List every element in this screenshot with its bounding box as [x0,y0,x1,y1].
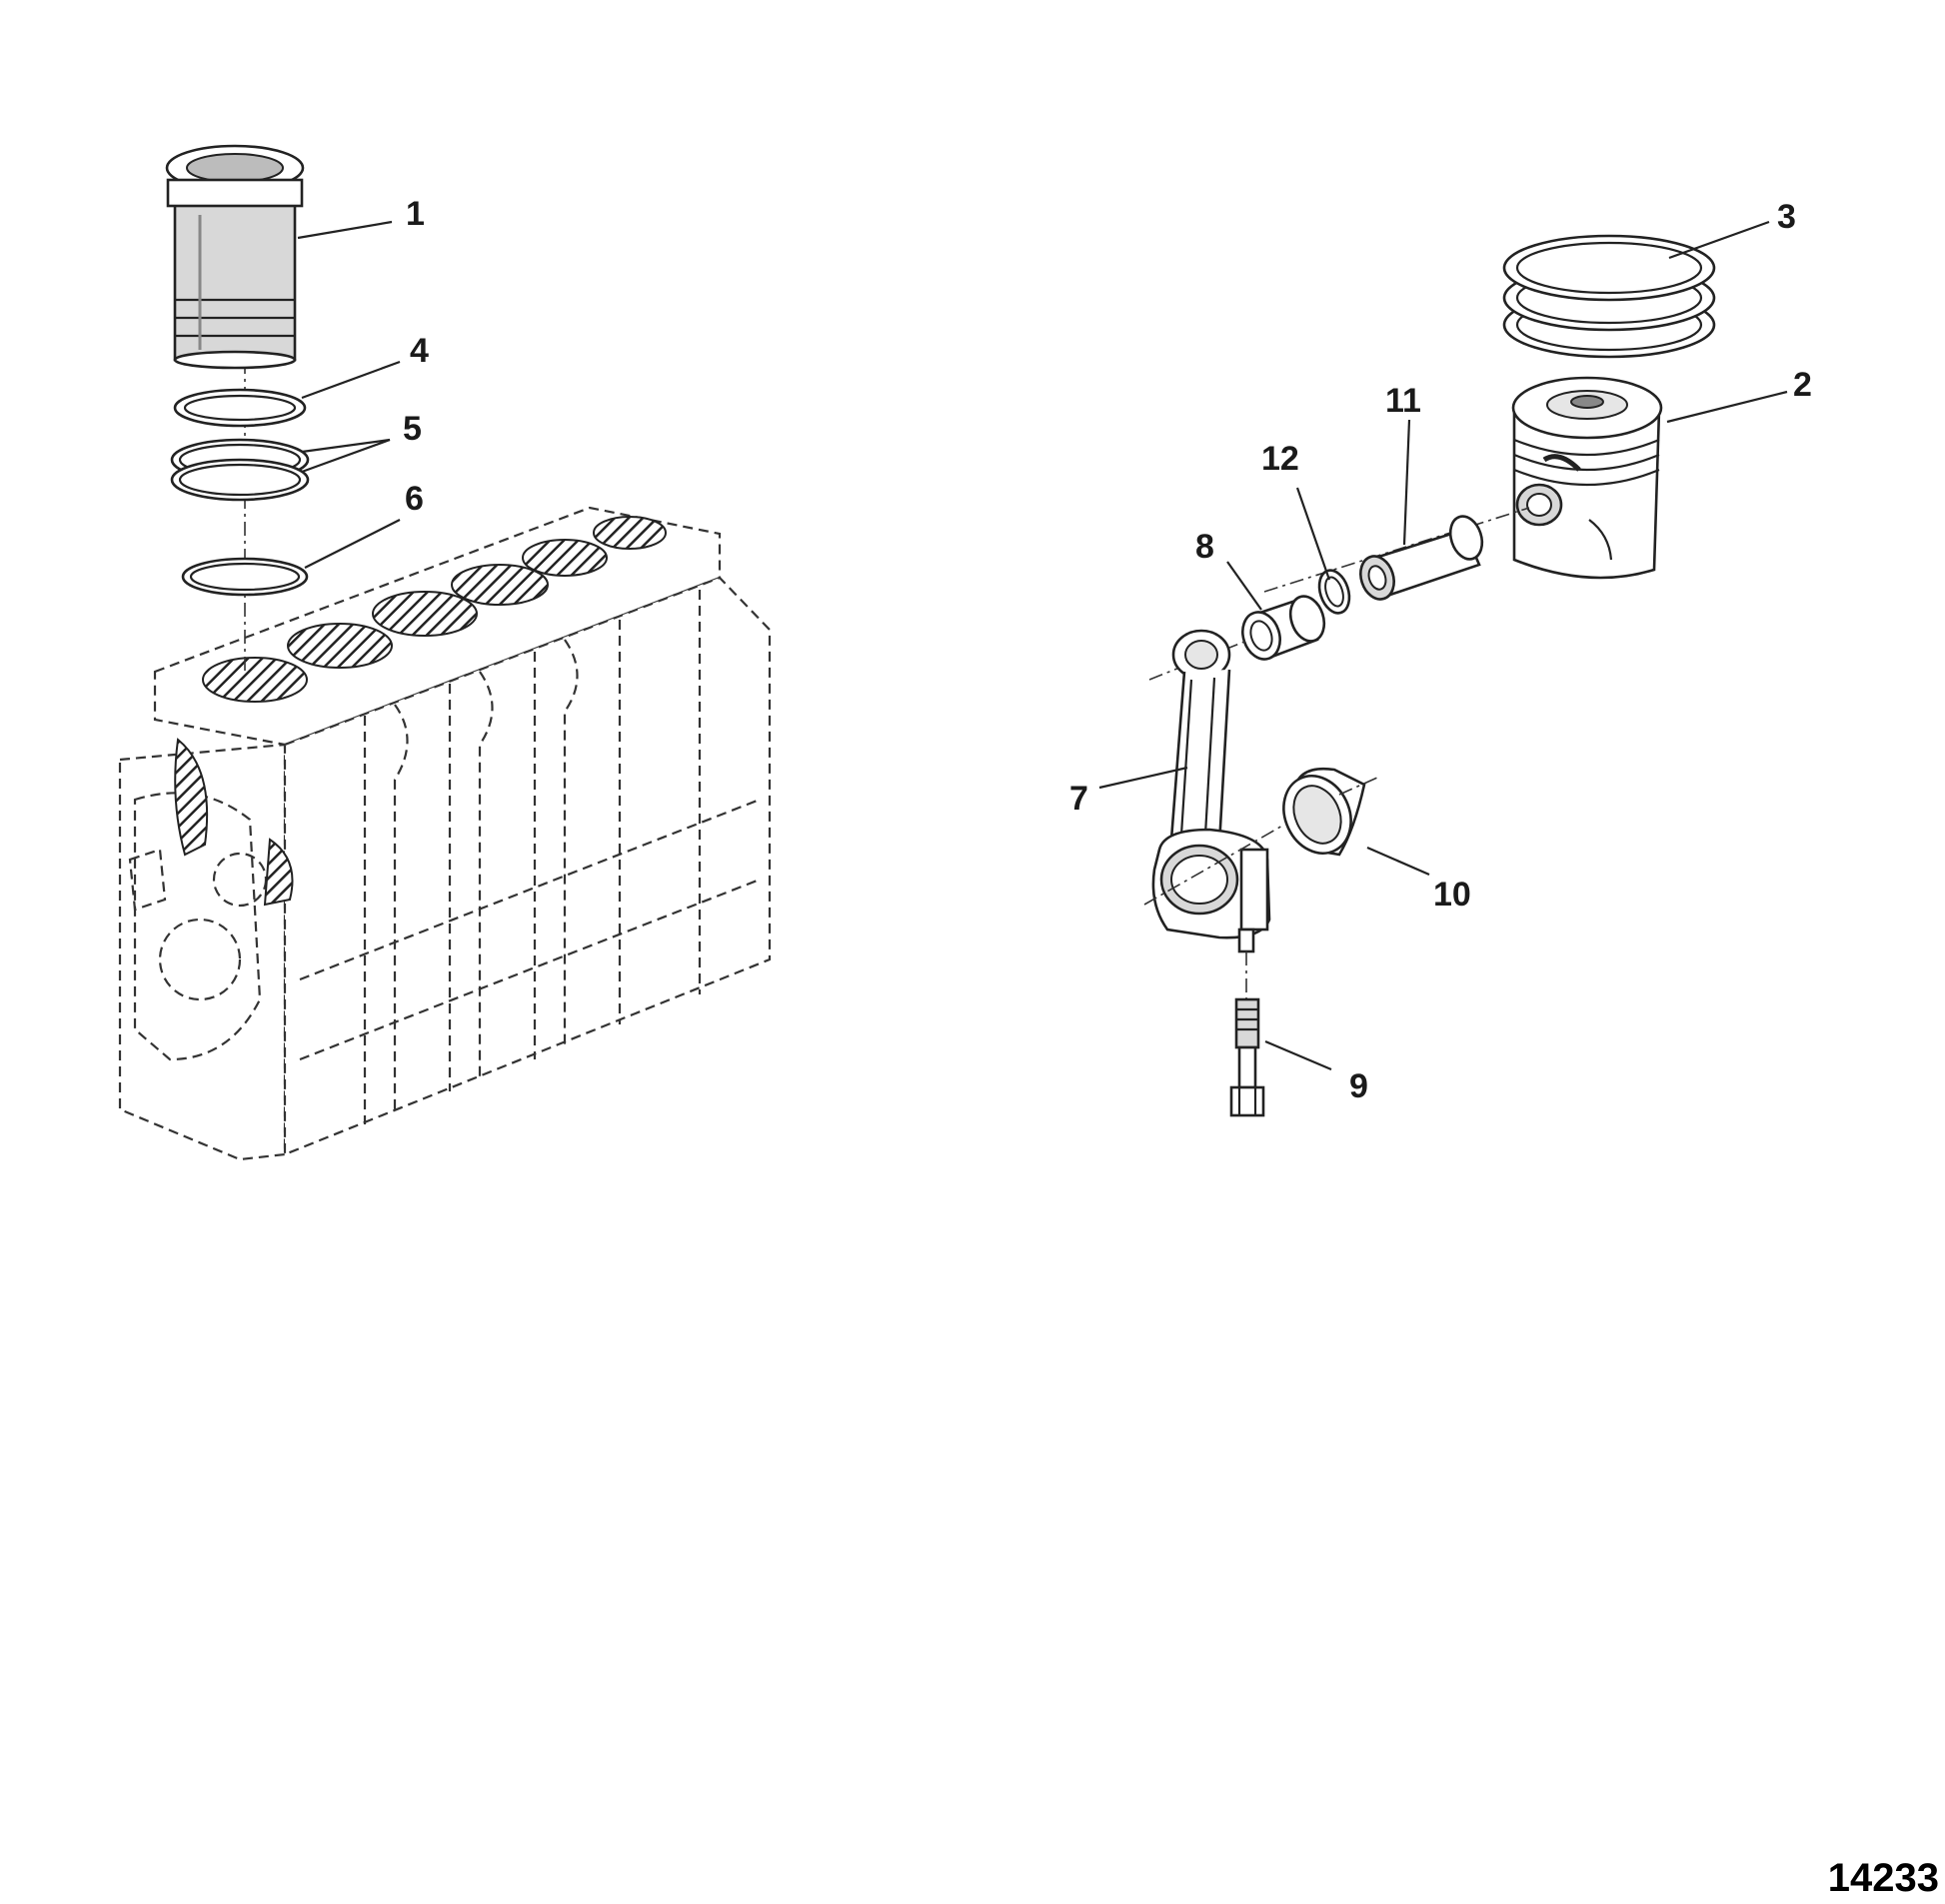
callout-9: 9 [1349,1067,1368,1105]
callout-8: 8 [1195,528,1214,566]
cylinder-bores [174,516,667,907]
rod-bearing-shell [1282,767,1378,857]
callout-1: 1 [406,195,425,233]
cylinder-liner [165,144,305,370]
piston-pin [1359,515,1484,601]
rod-bolt [1229,952,1265,1117]
small-end-bushing [1241,595,1326,661]
callout-12: 12 [1261,440,1299,478]
figure-number: 14233 [1828,1856,1939,1900]
callout-4: 4 [410,332,429,370]
callout-labels: 1 3 2 4 5 6 7 8 9 10 11 12 [403,195,1812,1105]
piston-ring-set [1502,234,1716,359]
o-rings-5 [170,438,310,502]
callout-5: 5 [403,410,422,448]
callout-2: 2 [1793,366,1812,404]
engine-block [118,506,772,1161]
callout-10: 10 [1433,876,1471,914]
seal-ring-6 [181,557,309,597]
connecting-rod [1143,629,1285,953]
leader-lines [297,220,1788,1071]
callout-7: 7 [1069,780,1088,818]
callout-3: 3 [1777,198,1796,236]
callout-6: 6 [405,480,424,518]
piston [1511,376,1663,580]
callout-11: 11 [1385,382,1421,420]
